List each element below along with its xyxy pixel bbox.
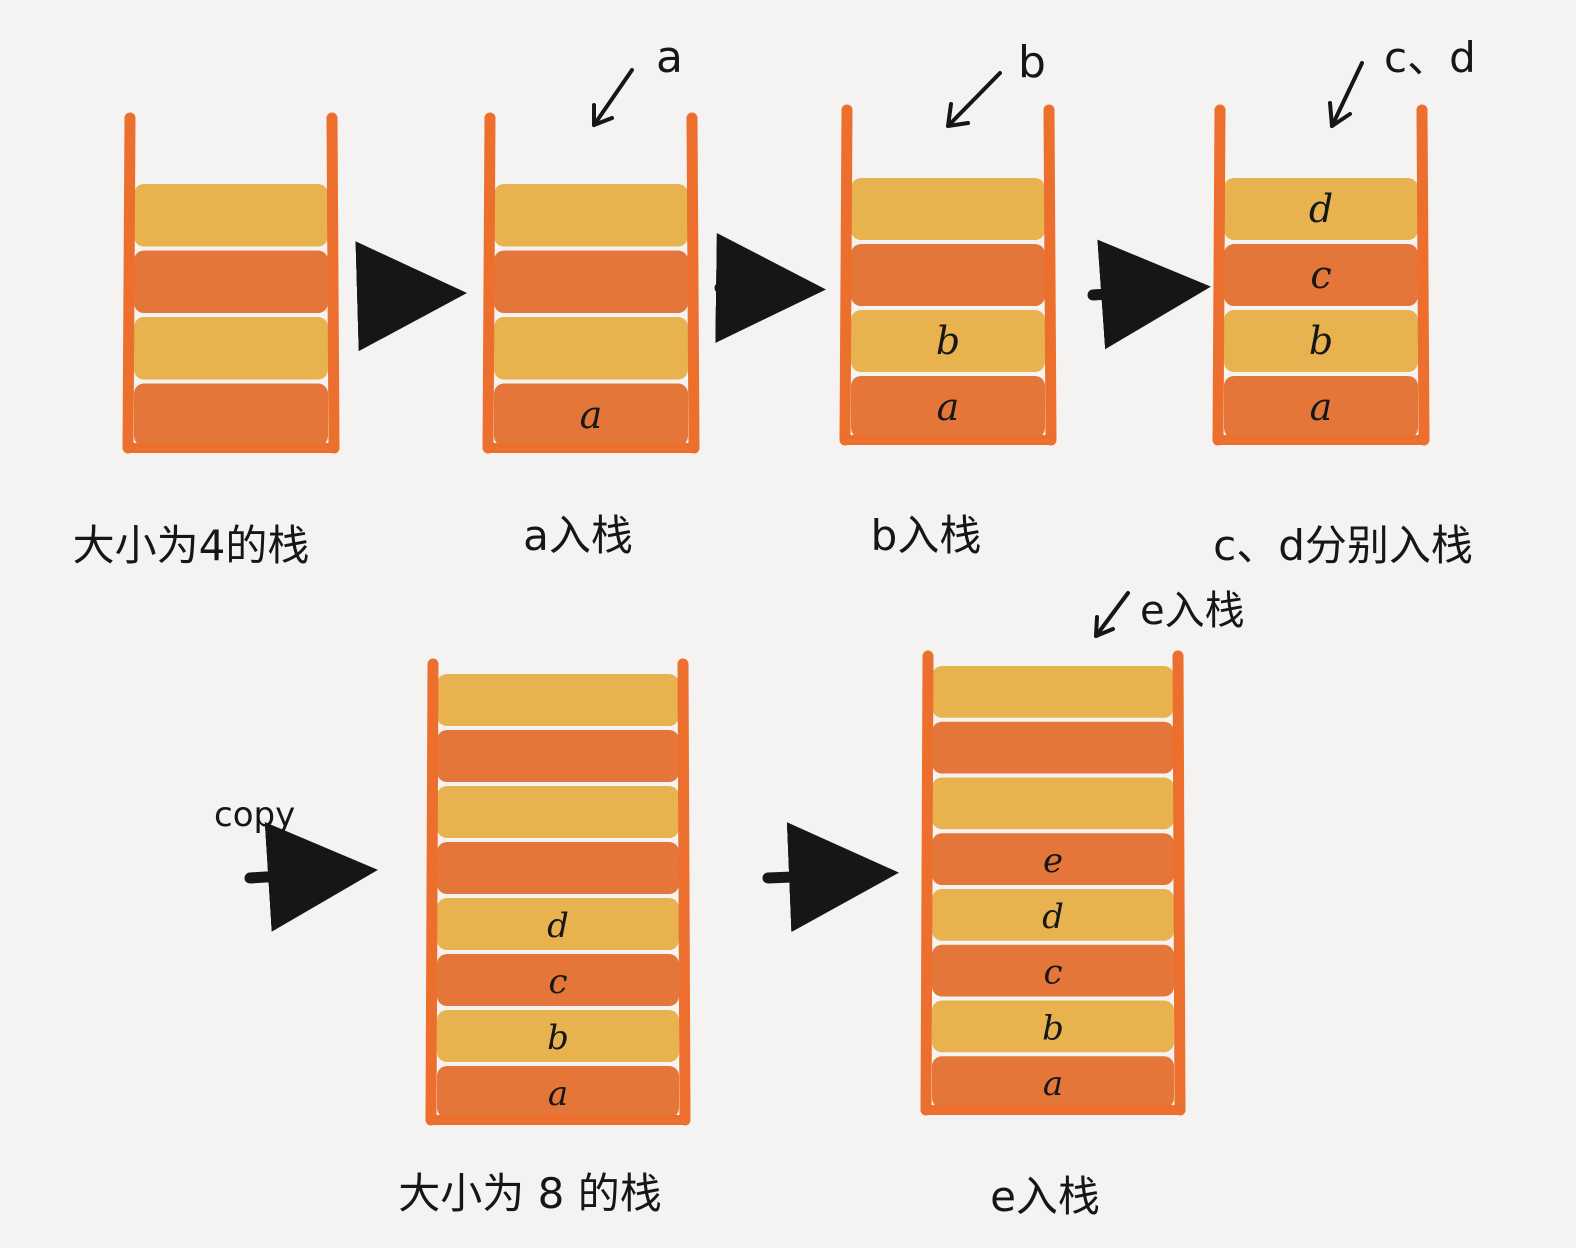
copy-label: copy	[214, 795, 295, 835]
incoming-e-label: e入栈	[1140, 588, 1245, 634]
stack-item-a: a	[937, 385, 960, 429]
stack-item-a: a	[1043, 1064, 1063, 1104]
stack-item-a: a	[548, 1074, 568, 1114]
incoming-cd-marker: c、d	[1328, 33, 1476, 128]
caption-push-b: b入栈	[871, 511, 982, 560]
stack-item-a: a	[1310, 385, 1333, 429]
transition-arrow-5	[762, 822, 899, 933]
stack-item-c: c	[1310, 253, 1331, 297]
incoming-b-marker: b	[946, 37, 1046, 128]
stack-slot-6	[932, 777, 1174, 830]
stack-slot-1	[437, 1066, 679, 1118]
stack-item-d: d	[1042, 897, 1064, 937]
stack-left-wall	[482, 112, 496, 454]
stack-after-a-push: a	[482, 112, 700, 454]
stack-slot-6	[437, 786, 679, 838]
stack-item-b: b	[547, 1018, 569, 1058]
stack-item-b: b	[936, 319, 960, 363]
stack-slot-5	[437, 842, 679, 894]
stack-slot-2	[494, 317, 688, 380]
stack-item-a: a	[580, 393, 603, 437]
stack-left-wall	[425, 658, 439, 1126]
stack-item-c: c	[1043, 953, 1062, 993]
stack-slot-8	[437, 674, 679, 726]
stack-slot-7	[932, 721, 1174, 774]
stack-right-wall	[1172, 650, 1186, 1116]
stack-slot-1	[932, 1056, 1174, 1108]
stack-slot-2	[437, 1010, 679, 1062]
stack-left-wall	[839, 104, 853, 446]
stack-slot-3	[437, 954, 679, 1006]
stack-slot-4	[932, 889, 1174, 941]
caption-push-e: e入栈	[990, 1172, 1100, 1221]
transition-arrow-2	[714, 232, 826, 343]
stack-slot-4	[851, 178, 1045, 240]
stack-left-wall	[1212, 104, 1226, 446]
incoming-a-marker: a	[592, 32, 683, 127]
stack-slot-3	[494, 250, 688, 313]
stack-slot-1	[134, 383, 328, 446]
stack-slot-2	[932, 1000, 1174, 1053]
stack-slot-2	[1224, 310, 1418, 372]
transition-arrow-3	[1087, 239, 1211, 350]
stack-slot-3	[134, 250, 328, 313]
stack-item-d: d	[1309, 187, 1333, 231]
stack-slot-7	[437, 730, 679, 782]
stack-right-wall	[677, 658, 691, 1126]
stack-item-d: d	[547, 906, 569, 946]
incoming-b-label: b	[1018, 37, 1046, 88]
stack-slot-4	[494, 184, 688, 247]
caption-size-8-stack: 大小为 8 的栈	[398, 1169, 661, 1218]
stack-slot-1	[851, 376, 1045, 438]
stack-slot-4	[134, 184, 328, 247]
transition-arrow-copy	[244, 821, 378, 932]
stack-item-e: e	[1043, 841, 1063, 881]
stack-left-wall	[122, 112, 136, 454]
stack-slot-3	[851, 244, 1045, 306]
stack-slot-2	[134, 317, 328, 380]
stack-right-wall	[686, 112, 700, 454]
stack-slot-3	[932, 944, 1174, 997]
stack-right-wall	[1416, 104, 1430, 446]
incoming-a-label: a	[656, 32, 683, 83]
caption-empty-stack: 大小为4的栈	[73, 521, 310, 570]
stack-after-b-push: ab	[839, 104, 1057, 446]
stack-slot-8	[932, 666, 1174, 718]
stack-slot-4	[437, 898, 679, 950]
caption-push-a: a入栈	[523, 511, 633, 560]
stack-item-b: b	[1309, 319, 1333, 363]
transition-arrow-1	[355, 241, 467, 352]
stack-item-b: b	[1042, 1008, 1064, 1048]
stack-slot-2	[851, 310, 1045, 372]
incoming-cd-label: c、d	[1384, 33, 1476, 82]
stack-slot-1	[494, 383, 688, 446]
stack-right-wall	[1043, 104, 1057, 446]
stack-item-c: c	[548, 962, 567, 1002]
caption-push-c-d: c、d分别入栈	[1213, 521, 1473, 570]
stack-slot-1	[1224, 376, 1418, 438]
stack-slot-5	[932, 833, 1174, 885]
stack-left-wall	[920, 650, 934, 1116]
stack-slot-3	[1224, 244, 1418, 306]
stack-right-wall	[326, 112, 340, 454]
incoming-e-marker: e入栈	[1094, 588, 1245, 638]
stack-slot-4	[1224, 178, 1418, 240]
stack-size-4-empty	[122, 112, 340, 454]
